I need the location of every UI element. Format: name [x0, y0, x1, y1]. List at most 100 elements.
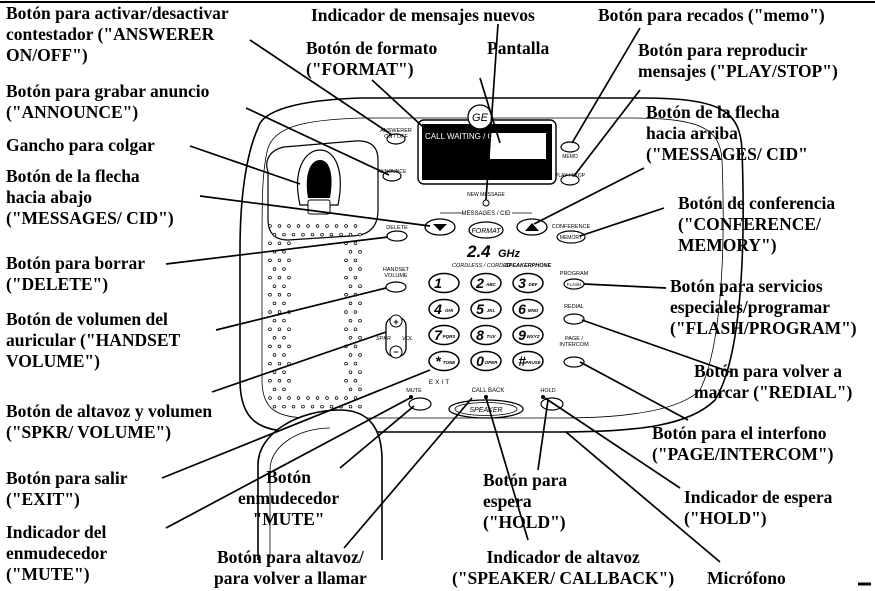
label-announce: Botón para grabar anuncio ("ANNOUNCE")	[6, 81, 210, 122]
up-arrow-key	[516, 218, 548, 236]
svg-text:MEMORY: MEMORY	[560, 235, 583, 241]
svg-text:SPEAKER: SPEAKER	[469, 407, 502, 414]
label-speaker-callback-button: Botón para altavoz/ para volver a llamar	[214, 547, 367, 588]
svg-text:REDIAL: REDIAL	[564, 304, 584, 310]
svg-text:PAUSE: PAUSE	[525, 360, 541, 365]
svg-text:3: 3	[518, 275, 526, 291]
svg-text:SPKR: SPKR	[376, 336, 391, 342]
label-conference: Botón de conferencia ("CONFERENCE/ MEMOR…	[678, 193, 836, 255]
spkr-volume-key: + − SPKR VOL	[376, 314, 413, 359]
svg-text:CALL BACK: CALL BACK	[472, 388, 505, 394]
svg-text:8: 8	[476, 327, 484, 343]
svg-text:ABC: ABC	[485, 282, 496, 287]
label-display: Pantalla	[487, 38, 550, 58]
svg-text:PQRS: PQRS	[443, 334, 456, 339]
svg-text:TONE: TONE	[443, 360, 456, 365]
new-message-led	[482, 199, 490, 207]
svg-text:PAGE /INTERCOM: PAGE /INTERCOM	[559, 336, 589, 348]
label-hold-indicator: Indicador de espera ("HOLD")	[684, 487, 833, 528]
lower-cradle	[257, 409, 383, 560]
redial-key: REDIAL	[563, 304, 585, 325]
svg-text:1: 1	[434, 275, 442, 291]
label-up-arrow: Botón de la flecha hacia arriba ("MESSAG…	[646, 102, 808, 164]
svg-text:FORMAT: FORMAT	[471, 228, 501, 235]
leader-lines	[161, 23, 731, 563]
label-exit: Botón para salir ("EXIT")	[6, 468, 128, 509]
svg-text:FLASH: FLASH	[567, 282, 582, 287]
cordless-text: CORDLESS / CORDED	[452, 263, 511, 269]
exit-text: EXIT	[429, 379, 451, 386]
label-flash-program: Botón para servicios especiales/programa…	[670, 276, 857, 338]
svg-text:MNO: MNO	[528, 308, 539, 313]
label-handset-volume: Botón de volumen del auricular ("HANDSET…	[6, 309, 181, 371]
display-window	[490, 133, 546, 159]
label-answerer: Botón para activar/desactivar contestado…	[6, 3, 229, 65]
label-new-messages: Indicador de mensajes nuevos	[311, 5, 535, 25]
label-hook: Gancho para colgar	[6, 135, 155, 155]
svg-text:WXYZ: WXYZ	[527, 334, 540, 339]
conference-key: CONFERENCE MEMORY	[552, 224, 591, 244]
lcd-text: CALL WAITING / CALLER ID	[425, 132, 529, 141]
format-key: FORMAT	[468, 221, 504, 239]
svg-text:OPER: OPER	[485, 360, 499, 365]
svg-text:9: 9	[518, 327, 526, 343]
speaker-grille	[268, 224, 362, 409]
phone-inner-contour	[261, 117, 724, 419]
svg-text:*: *	[435, 353, 441, 369]
svg-text:#: #	[518, 353, 526, 369]
key-pound: #PAUSE	[512, 350, 544, 372]
svg-text:+: +	[393, 317, 398, 327]
key-1: 1	[428, 272, 460, 294]
svg-text:PROGRAM: PROGRAM	[560, 271, 589, 277]
label-down-arrow: Botón de la flecha hacia abajo ("MESSAGE…	[6, 166, 174, 228]
label-delete: Botón para borrar ("DELETE")	[6, 253, 146, 294]
svg-text:PLAY / STOP: PLAY / STOP	[555, 173, 586, 179]
svg-text:MEMO: MEMO	[562, 154, 578, 160]
label-microphone: Micrófono	[707, 568, 786, 588]
svg-text:VOL: VOL	[402, 336, 413, 342]
label-mute-indicator: Indicador del enmudecedor ("MUTE")	[6, 522, 108, 584]
svg-text:2: 2	[475, 275, 484, 291]
delete-key: DELETE	[386, 225, 408, 242]
label-spkr-volume: Botón de altavoz y volumen ("SPKR/ VOLUM…	[6, 401, 213, 442]
label-mute-button: Botón enmudecedor "MUTE"	[238, 467, 340, 529]
svg-text:DEF: DEF	[529, 282, 538, 287]
label-redial: Botón para volver a marcar ("REDIAL")	[694, 361, 853, 402]
svg-text:JKL: JKL	[487, 308, 496, 313]
down-arrow-key	[424, 218, 456, 236]
memo-key: MEMO	[560, 141, 580, 160]
label-hold-button: Botón para espera ("HOLD")	[483, 470, 568, 532]
label-play-stop: Botón para reproducir mensajes ("PLAY/ST…	[638, 40, 838, 81]
speakerphone-text: SPEAKERPHONE	[505, 263, 551, 269]
page-intercom-key: PAGE /INTERCOM	[559, 336, 589, 368]
hook-switch-shadow	[306, 160, 332, 198]
play-stop-key: PLAY / STOP	[555, 173, 586, 186]
svg-text:ANNOUNCE: ANNOUNCE	[378, 169, 407, 175]
svg-text:6: 6	[518, 301, 526, 317]
svg-text:TUV: TUV	[487, 334, 497, 339]
svg-text:HOLD: HOLD	[540, 388, 555, 394]
messages-cid-text: MESSAGES / CID	[461, 211, 511, 217]
svg-text:5: 5	[476, 301, 484, 317]
lower-cradle-inner	[269, 427, 331, 558]
key-star: *TONE	[428, 350, 460, 372]
label-speaker-indicator: Indicador de altavoz ("SPEAKER/ CALLBACK…	[452, 547, 675, 588]
svg-text:7: 7	[434, 327, 443, 343]
svg-text:MUTE: MUTE	[406, 388, 422, 394]
freq-main: 2.4	[466, 242, 491, 261]
label-memo: Botón para recados ("memo")	[598, 5, 825, 25]
svg-text:GHI: GHI	[445, 308, 454, 313]
